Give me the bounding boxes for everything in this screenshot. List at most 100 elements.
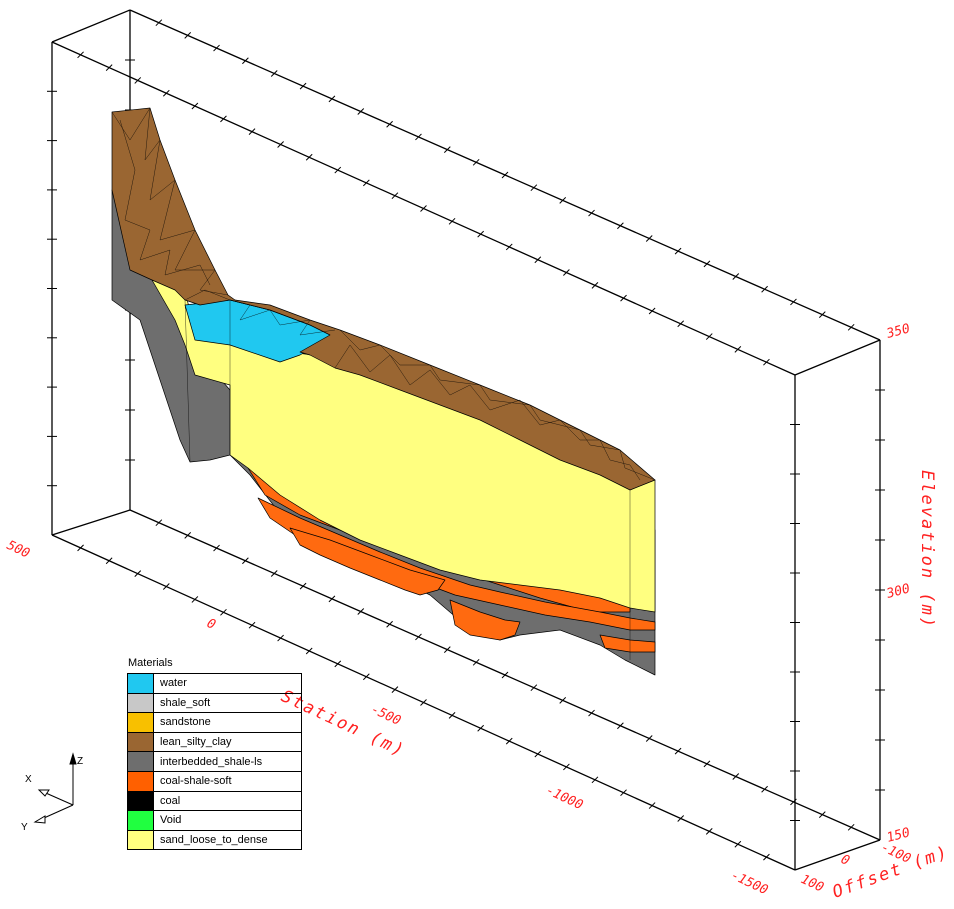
tick-mark — [328, 95, 336, 103]
axis-triad: Z X Y — [21, 752, 83, 833]
legend-label: water — [160, 677, 187, 690]
tick-mark — [477, 230, 485, 238]
tick-mark — [559, 197, 567, 204]
tick-mark — [220, 115, 227, 123]
tick-mark — [362, 179, 370, 187]
offset-tick-label: 100 — [798, 872, 826, 896]
station-tick-label: -1000 — [543, 783, 585, 813]
tick-mark — [588, 709, 595, 717]
tick-mark — [617, 722, 624, 730]
z-arrow-icon — [69, 752, 77, 765]
tick-mark — [505, 737, 513, 745]
tick-mark — [162, 583, 170, 590]
tick-mark — [530, 184, 538, 192]
tick-mark — [77, 544, 84, 552]
tick-mark — [448, 217, 456, 225]
tick-mark — [155, 19, 163, 27]
y-arrow-icon — [33, 815, 46, 824]
tick-mark — [591, 776, 599, 784]
tick-mark — [443, 646, 451, 653]
tick-mark — [305, 153, 313, 161]
tick-mark — [534, 750, 542, 758]
tick-mark — [362, 673, 370, 681]
tick-mark — [213, 44, 220, 52]
tick-mark — [391, 686, 399, 693]
tick-mark — [248, 621, 256, 629]
tick-mark — [847, 823, 855, 831]
tick-mark — [559, 697, 567, 704]
tick-mark — [674, 247, 682, 255]
tick-mark — [299, 82, 307, 90]
tick-mark — [703, 760, 711, 768]
tick-mark — [763, 358, 770, 366]
tick-mark — [591, 281, 599, 289]
legend-label: shale_soft — [160, 696, 211, 709]
layer-coal-shale-soft — [289, 527, 446, 596]
geologic-section — [111, 107, 656, 676]
station-tick-label: -1500 — [728, 868, 770, 898]
tick-mark — [328, 595, 336, 603]
tick-mark — [818, 311, 826, 318]
legend-item: lean_silty_clay — [128, 731, 301, 752]
tick-mark — [184, 32, 192, 39]
tick-mark — [270, 70, 278, 77]
tick-mark — [162, 89, 170, 97]
tick-mark — [732, 273, 740, 280]
tick-mark — [790, 298, 797, 306]
legend-item: sandstone — [128, 712, 301, 732]
tick-mark — [620, 294, 627, 302]
legend-swatch — [128, 811, 154, 830]
tick-mark — [505, 243, 513, 251]
legend-swatch — [128, 791, 154, 811]
legend-label: Void — [160, 814, 182, 827]
legend-label: lean_silty_clay — [160, 736, 232, 749]
tick-mark — [563, 763, 570, 771]
tick-mark — [184, 532, 192, 539]
legend-label: coal — [160, 794, 181, 807]
tick-mark — [761, 285, 768, 293]
tick-mark — [242, 57, 249, 65]
tick-mark — [530, 684, 538, 692]
layer-coal-shale-soft — [449, 599, 521, 641]
tick-mark — [299, 582, 307, 590]
tick-mark — [443, 146, 451, 153]
tick-mark — [703, 260, 711, 268]
elevation-tick-label: 300 — [884, 581, 912, 602]
tick-mark — [134, 570, 142, 578]
legend-swatch — [128, 732, 154, 752]
tick-mark — [242, 557, 249, 565]
elevation-axis-title: Elevation (m) — [917, 470, 937, 629]
tick-mark — [648, 802, 656, 809]
tick-mark — [277, 634, 284, 642]
tick-mark — [386, 620, 393, 628]
tick-mark — [734, 346, 742, 353]
elevation-tick-label: 150 — [885, 825, 912, 846]
legend-item: coal — [128, 790, 301, 811]
legend-label: interbedded_shale-ls — [160, 755, 263, 768]
tick-mark — [501, 671, 509, 679]
station-tick-label: 500 — [4, 538, 32, 562]
tick-mark — [677, 815, 685, 822]
tick-mark — [563, 269, 570, 276]
tick-mark — [248, 128, 256, 136]
legend-title: Materials — [128, 657, 173, 669]
tick-mark — [501, 171, 509, 179]
legend-item: sand_loose_to_dense — [128, 829, 301, 850]
mesh-wireframe — [111, 107, 656, 660]
legend-swatch — [128, 693, 154, 713]
tick-mark — [763, 853, 770, 861]
tick-mark — [847, 323, 855, 331]
legend-item: Void — [128, 810, 301, 830]
tick-mark — [420, 699, 427, 706]
tick-mark — [620, 789, 627, 797]
legend-swatch — [128, 713, 154, 732]
tick-mark — [645, 735, 653, 742]
tick-mark — [77, 51, 84, 59]
tick-mark — [305, 647, 313, 655]
tick-mark — [420, 205, 427, 212]
tick-mark — [415, 633, 422, 641]
tick-mark — [790, 798, 797, 806]
legend-item: water — [128, 673, 301, 693]
